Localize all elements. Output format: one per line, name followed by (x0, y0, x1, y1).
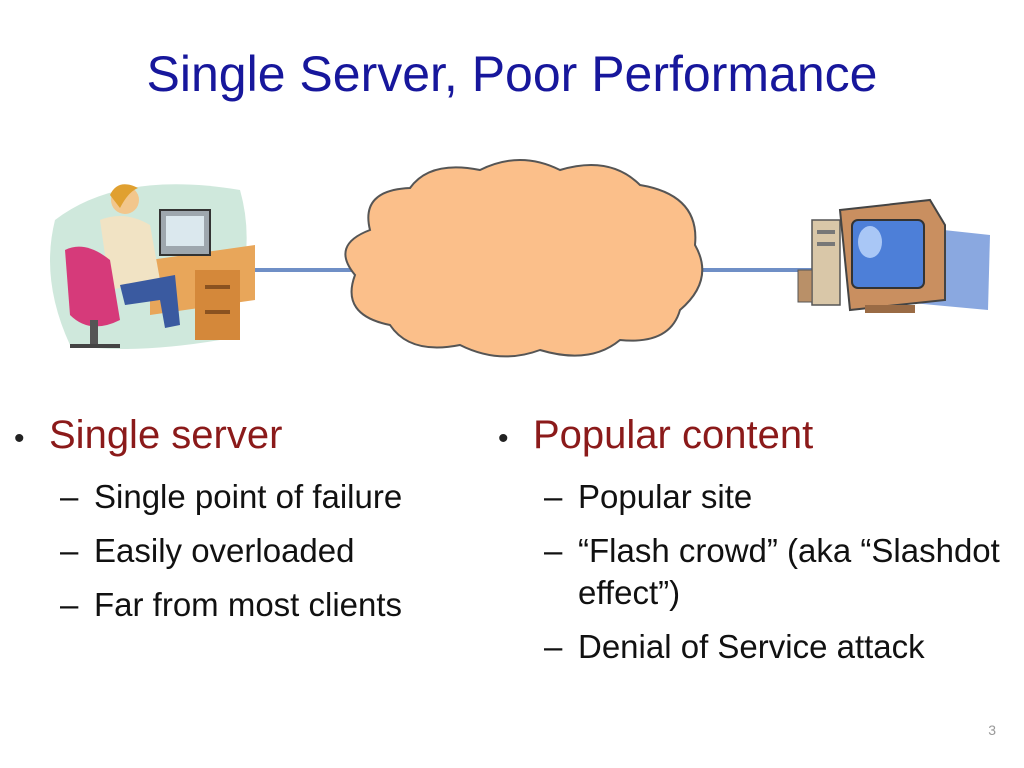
left-bullet-list: • Single server – Single point of failur… (14, 410, 494, 626)
bullet-single-server: • Single server (14, 410, 494, 464)
page-number: 3 (988, 722, 996, 738)
sub-bullet-label: Popular site (578, 478, 753, 515)
bullet-dot: • (14, 422, 25, 455)
server-computer-icon (797, 198, 990, 313)
user-at-computer-icon (50, 184, 255, 349)
bullet-label: Popular content (533, 413, 814, 457)
network-diagram (50, 159, 990, 358)
sub-bullet-label: “Flash crowd” (aka “Slashdot effect”) (578, 532, 1000, 611)
bullet-dot: • (498, 422, 509, 455)
sub-bullet-label: Single point of failure (94, 478, 403, 515)
internet-cloud-icon (344, 159, 704, 358)
sub-bullet: – Denial of Service attack (544, 626, 1018, 668)
sub-bullet: – “Flash crowd” (aka “Slashdot effect”) (544, 530, 1018, 614)
sub-bullet-label: Denial of Service attack (578, 628, 925, 665)
slide-title: Single Server, Poor Performance (146, 46, 878, 102)
right-bullet-list: • Popular content – Popular site – “Flas… (498, 410, 1018, 668)
sub-bullet-label: Far from most clients (94, 586, 403, 623)
bullet-label: Single server (49, 413, 283, 457)
sub-bullet: – Popular site (544, 476, 1018, 518)
sub-bullet: – Far from most clients (60, 584, 494, 626)
sub-bullet: – Single point of failure (60, 476, 494, 518)
sub-bullet: – Easily overloaded (60, 530, 494, 572)
bullet-popular-content: • Popular content (498, 410, 1018, 464)
sub-bullet-label: Easily overloaded (94, 532, 355, 569)
